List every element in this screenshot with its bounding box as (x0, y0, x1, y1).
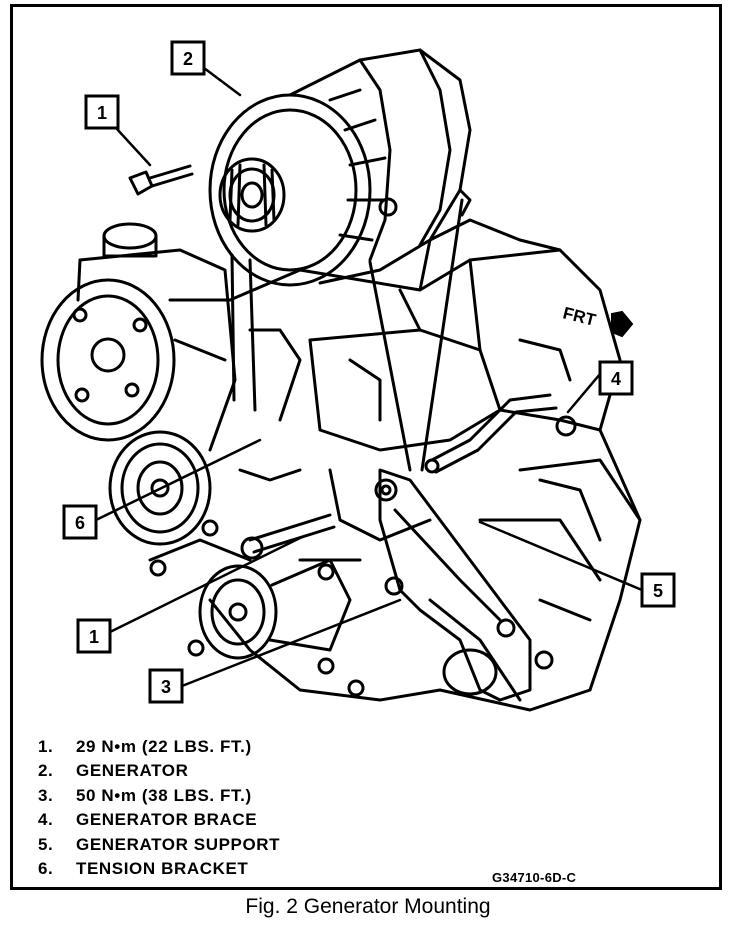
svg-text:3: 3 (161, 677, 171, 697)
legend-item-5: 5.GENERATOR SUPPORT (38, 834, 281, 854)
stud-lower (240, 513, 336, 560)
callout-4: 4 (598, 360, 634, 396)
svg-text:2: 2 (183, 49, 193, 69)
generator-support (374, 468, 554, 702)
callout-3: 3 (148, 668, 184, 704)
leader-lines (94, 66, 644, 688)
svg-text:5: 5 (653, 581, 663, 601)
legend-item-4: 4.GENERATOR BRACE (38, 810, 258, 830)
generator (208, 48, 472, 287)
callout-6: 6 (62, 504, 98, 540)
svg-text:1: 1 (89, 627, 99, 647)
callout-2: 2 (170, 40, 206, 76)
legend-item-2: 2.GENERATOR (38, 761, 189, 781)
figure-caption: Fig. 2 Generator Mounting (245, 895, 491, 918)
front-arrow-icon (611, 310, 634, 338)
callout-1-upper: 1 (84, 94, 120, 130)
legend-list: 1.29 N•m (22 LBS. FT.) 2.GENERATOR 3.50 … (38, 735, 280, 881)
bolt-upper (128, 164, 194, 196)
figure-frame (10, 4, 722, 890)
legend-item-6: 6.TENSION BRACKET (38, 859, 249, 879)
callout-boxes: 1 2 1 3 4 5 6 (62, 40, 676, 704)
water-pump (148, 519, 365, 697)
svg-text:6: 6 (75, 513, 85, 533)
generator-brace (424, 393, 577, 474)
front-label: FRT (561, 303, 598, 330)
svg-text:4: 4 (611, 369, 621, 389)
legend-item-3: 3.50 N•m (38 LBS. FT.) (38, 785, 252, 805)
crank-pulley (108, 430, 212, 546)
callout-5: 5 (640, 572, 676, 608)
front-direction-indicator: FRT (561, 303, 634, 338)
svg-text:1: 1 (97, 103, 107, 123)
callout-1-lower: 1 (76, 618, 112, 654)
drive-belt (230, 198, 464, 472)
power-steering-pump (40, 222, 237, 452)
figure-code: G34710-6D-C (492, 870, 577, 885)
legend-item-1: 1.29 N•m (22 LBS. FT.) (38, 737, 252, 756)
engine-block (208, 218, 642, 712)
